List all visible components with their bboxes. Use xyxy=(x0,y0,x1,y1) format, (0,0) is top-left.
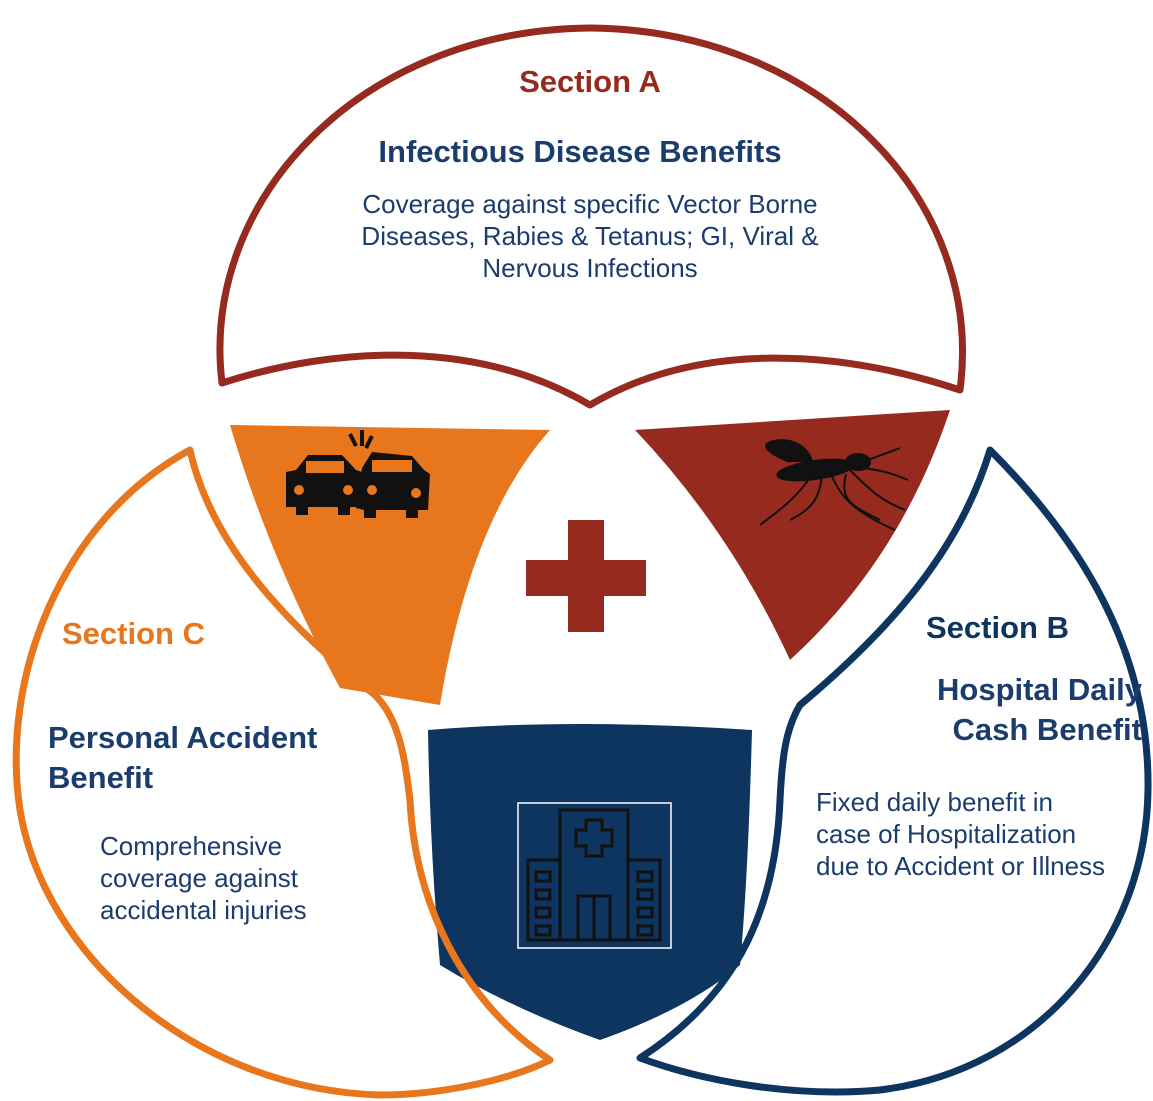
hospital-building-icon xyxy=(517,802,672,949)
overlap-a-b xyxy=(635,410,950,660)
section-c-description: Comprehensive coverage against accidenta… xyxy=(100,831,307,925)
section-c-title: Personal Accident Benefit xyxy=(48,720,318,795)
section-a-label: Section A xyxy=(519,64,661,99)
medical-cross-icon xyxy=(526,520,646,632)
section-c-arc xyxy=(12,446,554,1099)
section-a-description: Coverage against specific Vector Borne D… xyxy=(361,189,819,283)
section-b-description: Fixed daily benefit in case of Hospitali… xyxy=(816,787,1106,881)
section-b-title: Hospital Daily Cash Benefit xyxy=(937,672,1142,747)
section-c-label: Section C xyxy=(62,616,205,651)
car-crash-icon xyxy=(286,430,430,518)
section-b-label: Section B xyxy=(926,610,1069,645)
section-b-arc xyxy=(636,446,1152,1096)
section-a-title: Infectious Disease Benefits xyxy=(378,134,782,169)
mosquito-icon xyxy=(759,438,909,531)
section-a-arc xyxy=(216,24,966,409)
